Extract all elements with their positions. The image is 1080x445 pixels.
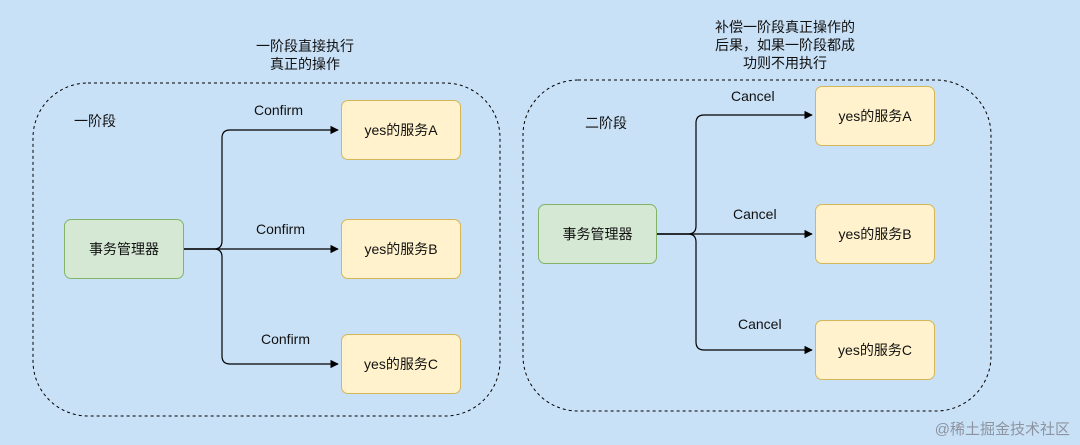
phase2-note-line: 后果，如果一阶段都成 (715, 37, 855, 53)
phase2-service-c: yes的服务C (815, 320, 935, 380)
phase1-service-b: yes的服务B (341, 219, 461, 279)
phase1-note-line: 真正的操作 (270, 56, 340, 72)
phase1-edge-label-a: Confirm (254, 102, 304, 118)
phase2-edge-label-b: Cancel (733, 206, 777, 222)
phase2-note-line: 功则不用执行 (743, 55, 827, 71)
phase2-edge-c (657, 233, 813, 355)
phase1-note-line: 一阶段直接执行 (256, 38, 354, 54)
phase2-group-border (522, 79, 992, 412)
phase2-service-a: yes的服务A (815, 86, 935, 146)
phase2-service-b: yes的服务B (815, 204, 935, 264)
phase1-edge-label-b: Confirm (256, 221, 306, 237)
phase1-service-a: yes的服务A (341, 100, 461, 160)
watermark: @稀土掘金技术社区 (934, 421, 1070, 438)
phase1-service-c: yes的服务C (341, 334, 461, 394)
phase2-note-line: 补偿一阶段真正操作的 (715, 19, 855, 35)
phase2-transaction-manager: 事务管理器 (538, 204, 657, 264)
phase1-edge-label-c: Confirm (261, 331, 311, 347)
phase1-transaction-manager: 事务管理器 (64, 219, 184, 279)
phase1-group-border (32, 82, 501, 417)
phase1-title: 一阶段 (74, 113, 116, 129)
phase2-note: 补偿一阶段真正操作的 后果，如果一阶段都成 功则不用执行 (690, 18, 880, 72)
phase1-edge-c (184, 248, 339, 369)
phase2-edge-label-a: Cancel (731, 88, 775, 104)
phase1-note: 一阶段直接执行 真正的操作 (220, 37, 390, 73)
phase2-title: 二阶段 (585, 115, 627, 131)
phase2-edge-label-c: Cancel (738, 316, 782, 332)
